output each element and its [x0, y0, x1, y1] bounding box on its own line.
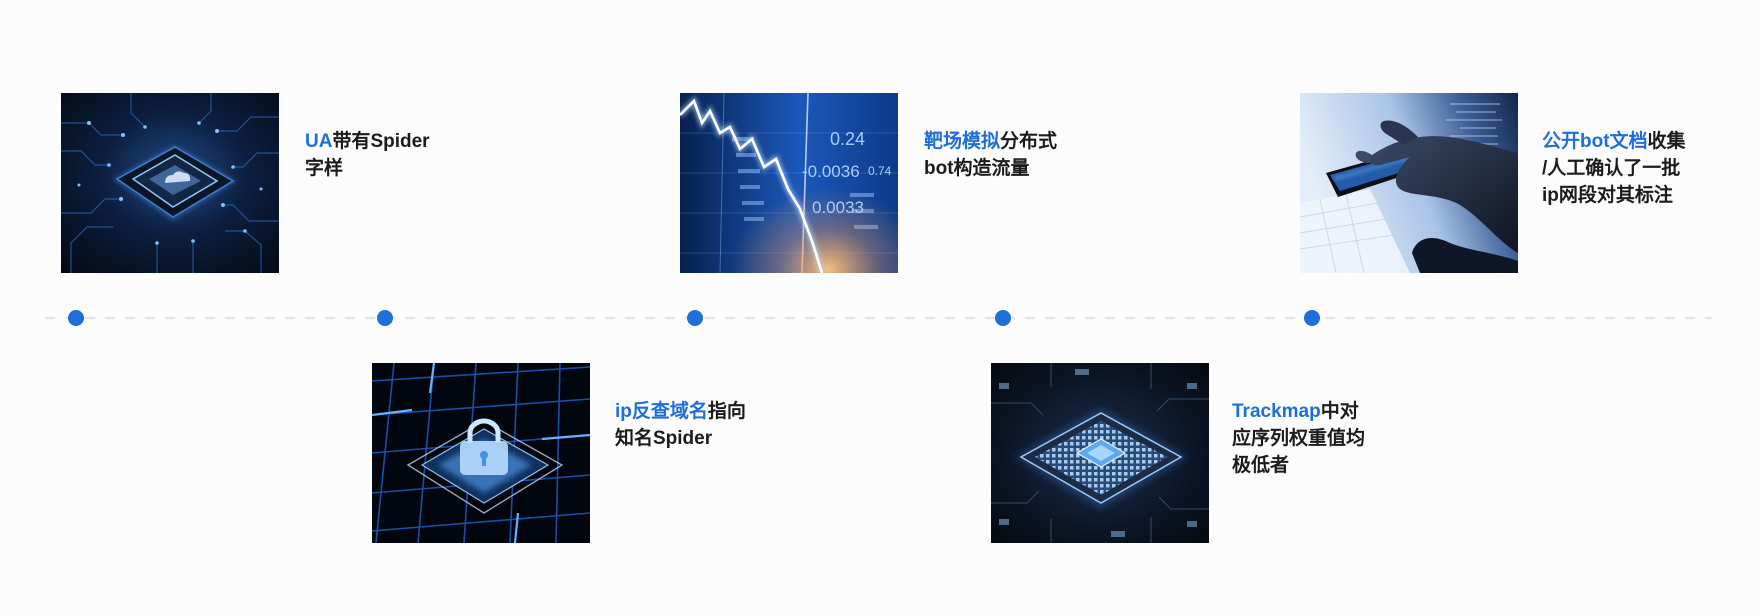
timeline-dot-3	[687, 310, 703, 326]
caption-text: 字样	[305, 158, 344, 179]
caption-text: 指向	[707, 401, 746, 422]
caption-line: /人工确认了一批	[1542, 155, 1686, 182]
timeline-dot-4	[995, 310, 1011, 326]
caption-text: ip网段对其标注	[1542, 185, 1673, 206]
caption-line: ip反查域名指向	[615, 398, 746, 425]
caption-line: 靶场模拟分布式	[924, 128, 1057, 155]
caption-text: 分布式	[1000, 131, 1058, 152]
caption-text: 收集	[1647, 131, 1686, 152]
caption-line: 极低者	[1232, 452, 1365, 479]
caption-highlight: 靶场模拟	[924, 131, 1001, 152]
caption-text: 带有Spider	[332, 131, 430, 152]
caption-text: 知名Spider	[615, 428, 713, 449]
hand-phone-photo	[1300, 93, 1518, 273]
caption-text: 极低者	[1232, 455, 1290, 476]
caption-highlight: ip反查域名	[615, 401, 708, 422]
caption-5: 公开bot文档收集 /人工确认了一批 ip网段对其标注	[1542, 128, 1686, 209]
caption-1: UA带有Spider 字样	[305, 128, 430, 182]
caption-4: Trackmap中对 应序列权重值均 极低者	[1232, 398, 1365, 479]
caption-text: /人工确认了一批	[1542, 158, 1681, 179]
caption-line: 应序列权重值均	[1232, 425, 1365, 452]
timeline-dot-1	[68, 310, 84, 326]
timeline-dot-2	[377, 310, 393, 326]
caption-text: bot构造流量	[924, 158, 1030, 179]
caption-line: 字样	[305, 155, 430, 182]
processor-board-photo	[991, 363, 1209, 543]
caption-highlight: UA	[305, 131, 333, 152]
market-readout: 0.0033	[812, 198, 864, 217]
caption-highlight: Trackmap	[1232, 401, 1321, 422]
timeline-dashed-line	[45, 317, 1712, 319]
caption-line: 公开bot文档收集	[1542, 128, 1686, 155]
chip-circuit-photo	[61, 93, 279, 273]
caption-line: bot构造流量	[924, 155, 1057, 182]
caption-line: Trackmap中对	[1232, 398, 1365, 425]
market-chart-photo: 0.24 -0.0036 0.74 0.0033	[680, 93, 898, 273]
timeline-dot-5	[1304, 310, 1320, 326]
caption-3: 靶场模拟分布式 bot构造流量	[924, 128, 1057, 182]
caption-text: 应序列权重值均	[1232, 428, 1366, 449]
caption-highlight: 公开bot文档	[1542, 131, 1648, 152]
caption-text: 中对	[1320, 401, 1359, 422]
market-readout: 0.24	[830, 129, 865, 149]
market-readout: -0.0036	[802, 162, 860, 181]
caption-line: 知名Spider	[615, 425, 746, 452]
caption-2: ip反查域名指向 知名Spider	[615, 398, 746, 452]
lock-grid-photo	[372, 363, 590, 543]
market-readout: 0.74	[868, 164, 892, 178]
caption-line: ip网段对其标注	[1542, 182, 1686, 209]
caption-line: UA带有Spider	[305, 128, 430, 155]
